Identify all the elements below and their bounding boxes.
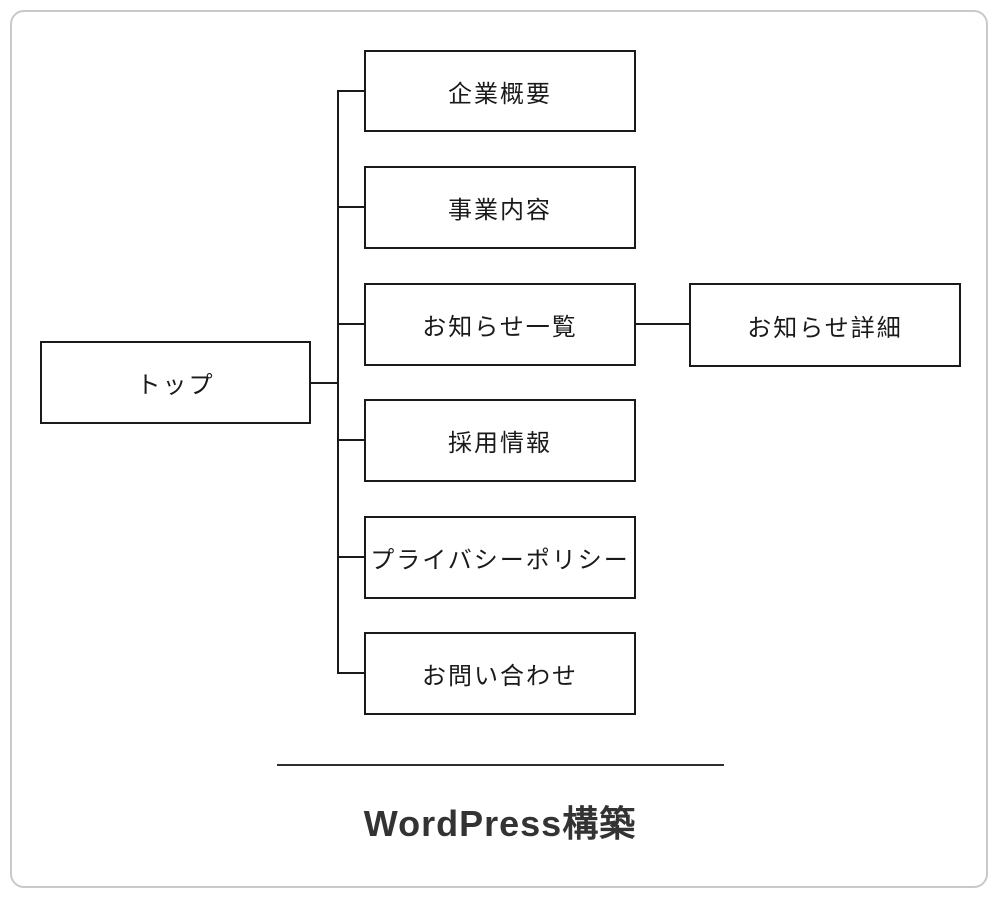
node-news-detail-label: お知らせ詳細 [747,314,903,342]
node-privacy-policy-label: プライバシーポリシー [370,547,630,574]
node-news-list-label: お知らせ一覧 [422,314,578,341]
node-company-overview-label: 企業概要 [448,80,552,108]
node-recruit-info: 採用情報 [364,399,636,482]
connector-child-3-detail [634,323,689,325]
connector-root-trunk [311,382,339,384]
node-privacy-policy: プライバシーポリシー [364,516,636,599]
connector-trunk-child-2 [337,206,365,208]
connector-trunk-child-5 [337,556,365,558]
node-news-detail: お知らせ詳細 [689,283,961,367]
node-contact-label: お問い合わせ [422,663,578,690]
connector-trunk-child-4 [337,439,365,441]
connector-trunk-child-6 [337,672,365,674]
node-top-label: トップ [136,372,215,399]
node-contact: お問い合わせ [364,632,636,715]
node-top: トップ [40,341,311,424]
caption-divider-line [277,764,724,766]
node-business-content-label: 事業内容 [448,197,552,224]
node-news-list: お知らせ一覧 [364,283,636,366]
node-company-overview: 企業概要 [364,50,636,132]
node-recruit-info-label: 採用情報 [448,430,552,457]
diagram-caption: WordPress構築 [363,803,637,844]
connector-trunk-child-1 [337,90,365,92]
node-business-content: 事業内容 [364,166,636,249]
connector-trunk-child-3 [337,323,365,325]
